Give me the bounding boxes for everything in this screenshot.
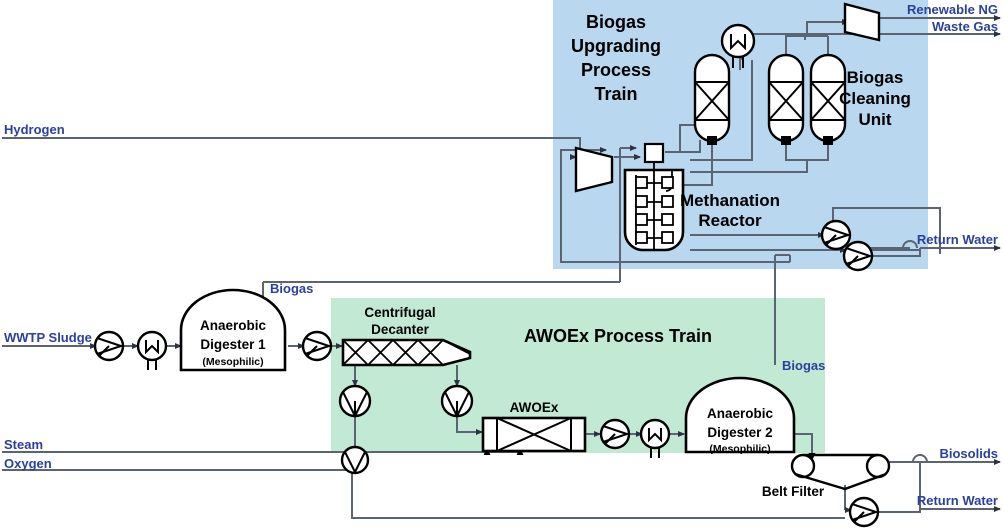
equipment-layer [93,2,891,528]
biogas-cleaning-unit-label-line2: Cleaning [839,89,911,108]
product-gas-compressor [843,2,881,42]
stream-label-biogas-left: Biogas [270,281,313,296]
methanation-reactor [623,142,685,252]
screw-pump-decanter-liquid [440,384,474,419]
stream-label-renewable-ng: Renewable NG [907,2,998,17]
screw-pump-decanter-solids [338,384,372,419]
methanation-reactor-label-line1: Methanation [680,191,780,210]
upgrading-zone-title-line4: Train [594,84,637,104]
awoex-unit [481,416,587,453]
screw-pump-recycle [340,445,370,475]
stream-label-hydrogen: Hydrogen [4,122,65,137]
line-hop-biosolids [912,454,928,463]
mixer-digester2-inlet [639,418,671,458]
awoex-zone-title: AWOEx Process Train [524,326,712,346]
upgrading-zone-title-line2: Upgrading [571,36,661,56]
biogas-cleaning-unit-label-line1: Biogas [847,68,904,87]
pump-return-water-lower [842,240,874,272]
mixer-digester1-inlet [136,330,168,370]
centrifugal-decanter-label-line1: Centrifugal [364,305,435,320]
centrifugal-decanter [341,338,472,367]
stream-label-return-water-top: Return Water [917,232,998,247]
digester2-subtitle: (Mesophilic) [709,443,770,455]
line-hop-return-water [902,240,918,249]
digester1-label-line1: Anaerobic [200,318,267,333]
stream-label-wwtp-sludge: WWTP Sludge [4,330,92,345]
pump-awoex-outlet [599,418,631,450]
stream-label-biosolids: Biosolids [939,446,998,461]
biogas-cleaning-unit-label-line3: Unit [858,110,891,129]
biogas-cleaning-column-2 [809,53,847,145]
stream-label-biogas-right: Biogas [782,358,825,373]
belt-filter [790,453,891,491]
pump-digester1-outlet [301,330,333,362]
hydrogen-compressor [574,146,614,193]
digester1-label-line2: Digester 1 [200,337,266,352]
stream-label-waste-gas: Waste Gas [932,19,998,34]
stream-label-return-water-bottom: Return Water [917,493,998,508]
centrifugal-decanter-label-line2: Decanter [371,322,430,337]
awoex-unit-label: AWOEx [510,400,559,415]
stream-label-oxygen: Oxygen [4,456,52,471]
methanation-reactor-label-line2: Reactor [698,211,762,230]
biogas-cleaning-column-1 [767,53,805,145]
gas-cooler-unit [720,23,756,68]
pump-sludge-feed [93,330,125,362]
pump-return-water-upper [820,219,852,251]
stream-label-steam: Steam [4,437,43,452]
digester1-subtitle: (Mesophilic) [202,356,263,368]
digester2-label-line2: Digester 2 [707,425,772,440]
belt-filter-label: Belt Filter [762,484,825,499]
anaerobic-digester-2 [684,376,796,454]
upgrading-zone-title-line3: Process [581,60,651,80]
pump-filtrate [848,496,880,528]
upgrading-column-1 [693,53,731,145]
anaerobic-digester-1 [179,288,287,372]
digester2-label-line1: Anaerobic [707,406,774,421]
upgrading-zone-title-line1: Biogas [586,12,646,32]
